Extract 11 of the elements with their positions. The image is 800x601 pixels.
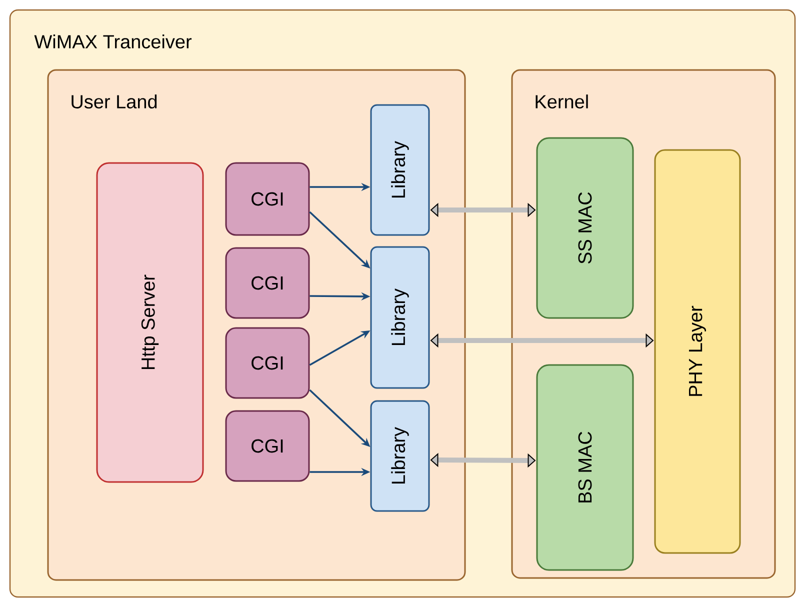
library-box: Library (370, 246, 430, 389)
mac-box: BS MAC (536, 364, 634, 571)
mac-box: SS MAC (536, 137, 634, 319)
cgi-box: CGI (225, 410, 310, 482)
cgi-box: CGI (225, 162, 310, 236)
cgi-box: CGI (225, 247, 310, 319)
library-box: Library (370, 400, 430, 512)
layer-box: PHY Layer (654, 149, 741, 554)
library-box: Library (370, 104, 430, 236)
server-box: Http Server (96, 162, 204, 483)
cgi-box: CGI (225, 327, 310, 399)
